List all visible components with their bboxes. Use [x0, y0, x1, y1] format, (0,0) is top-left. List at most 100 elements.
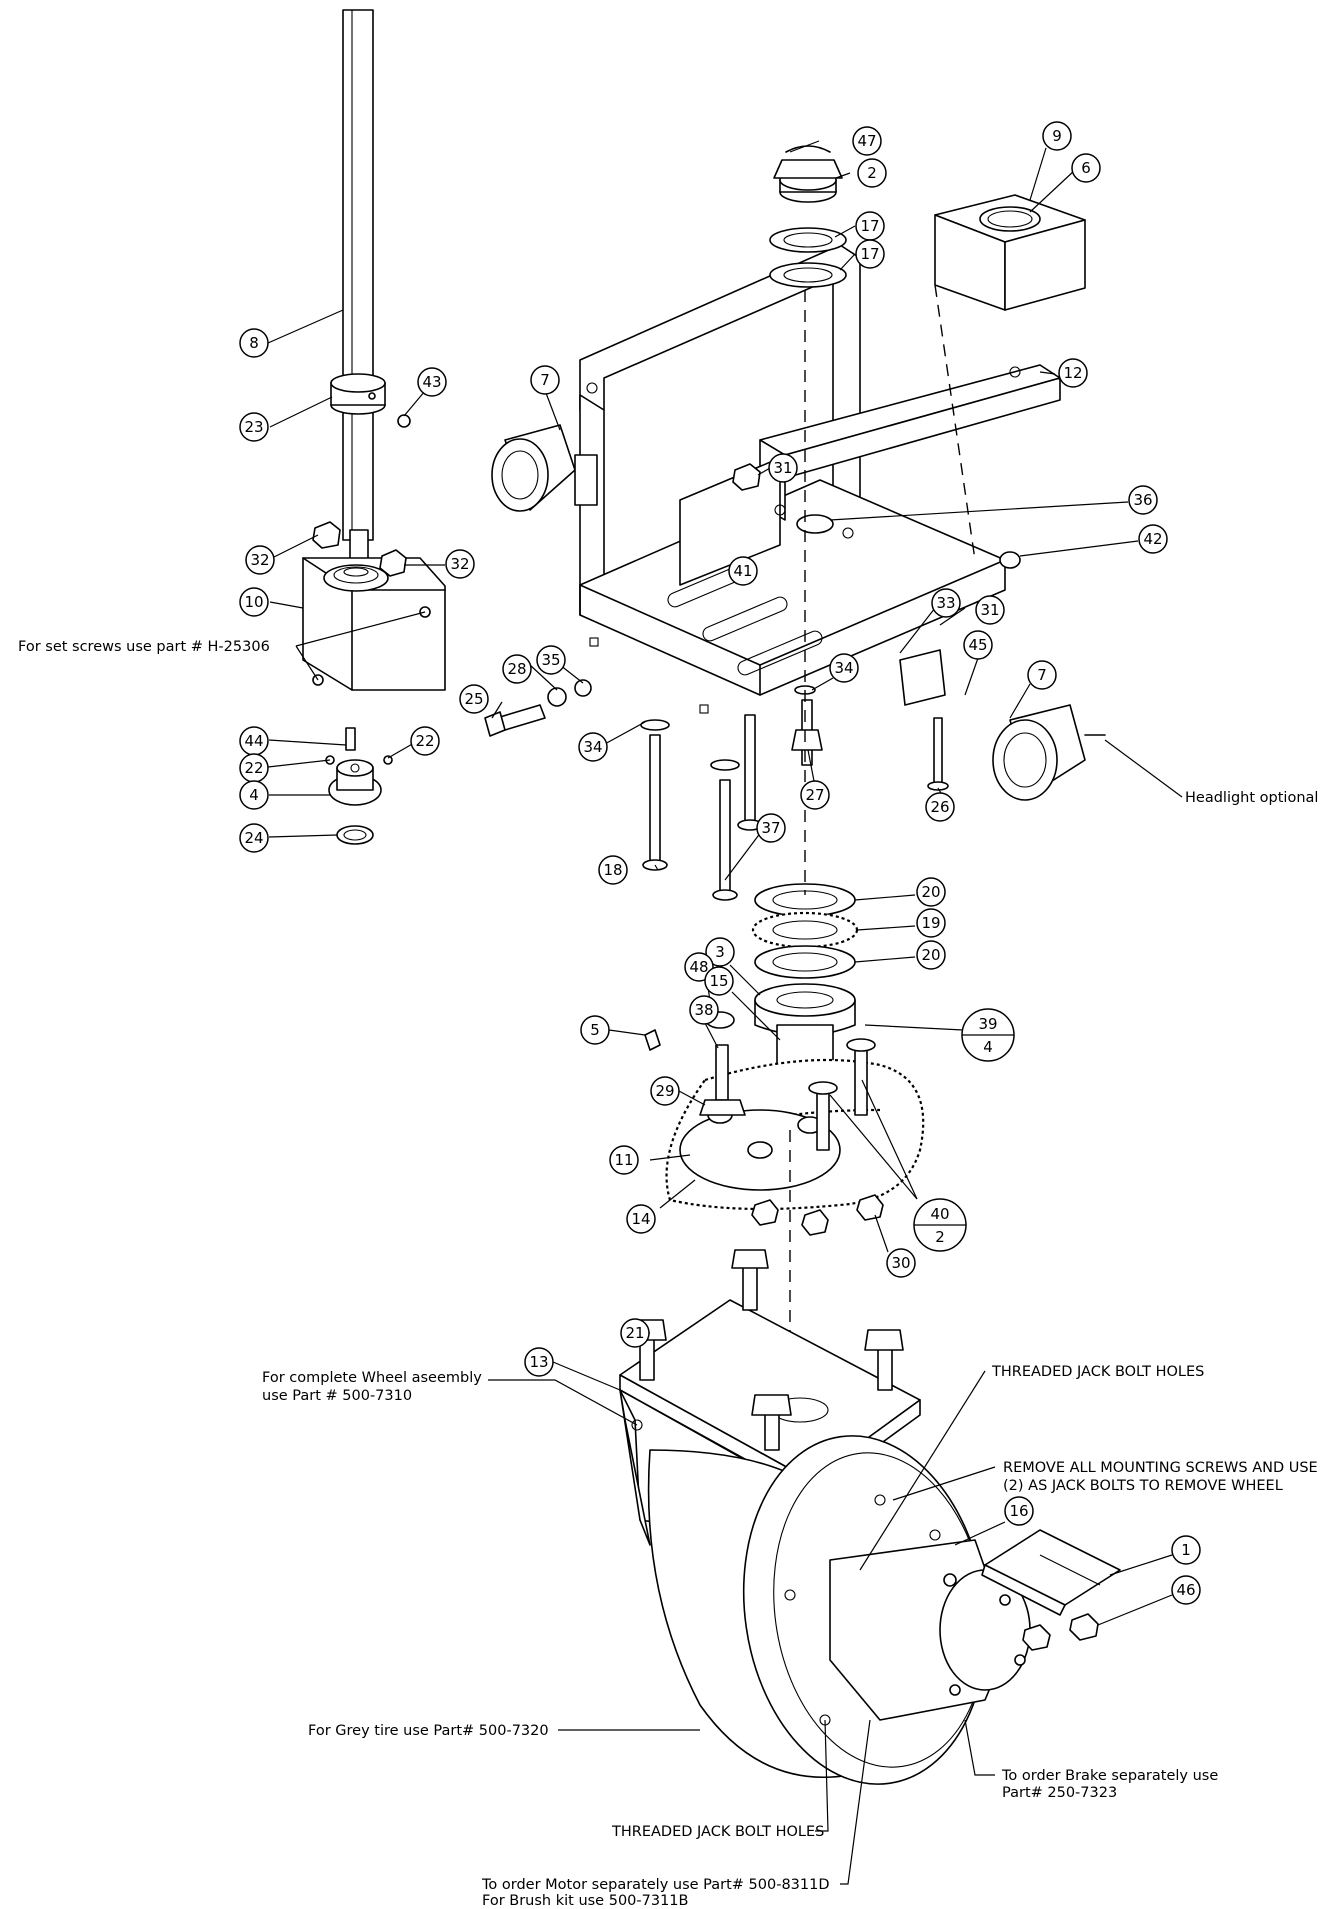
balloon-circle [1027, 660, 1057, 690]
item-balloon-10: 10 [239, 587, 269, 617]
item-balloon-33: 33 [931, 588, 961, 618]
balloon-circle [536, 645, 566, 675]
small-sprocket [325, 727, 393, 845]
balloon-number: 18 [603, 861, 622, 879]
balloon-number: 43 [422, 373, 441, 391]
balloon-circle [931, 588, 961, 618]
balloon-circle [1004, 1496, 1034, 1526]
balloon-number: 20 [921, 946, 940, 964]
balloon-number: 36 [1133, 491, 1152, 509]
item-balloon-28: 28 [502, 654, 532, 684]
item-balloon-2: 2 [857, 158, 887, 188]
balloon-circle [684, 952, 714, 982]
balloon-number: 27 [805, 786, 824, 804]
item-balloon-8: 8 [239, 328, 269, 358]
balloon-number: 14 [631, 1210, 650, 1228]
balloon-number: 40 [930, 1205, 949, 1223]
balloon-circle [705, 937, 735, 967]
item-balloon-36: 36 [1128, 485, 1158, 515]
item-balloon-27: 27 [800, 780, 830, 810]
item-balloon-14: 14 [626, 1204, 656, 1234]
balloon-circle [829, 653, 859, 683]
castle-nut-stack [769, 145, 847, 288]
item-balloon-29: 29 [650, 1076, 680, 1106]
balloon-number: 26 [930, 798, 949, 816]
balloon-number: 41 [733, 562, 752, 580]
balloon-circle [239, 587, 269, 617]
steering-shaft [330, 9, 411, 561]
balloon-number: 22 [244, 759, 263, 777]
balloon-number: 16 [1009, 1502, 1028, 1520]
item-balloon-41: 41 [728, 556, 758, 586]
balloon-circle [502, 654, 532, 684]
headlight-left [491, 424, 598, 512]
balloon-circle [800, 780, 830, 810]
balloon-circle [857, 158, 887, 188]
balloon-number: 13 [529, 1353, 548, 1371]
balloon-quantity: 4 [983, 1038, 993, 1056]
item-balloon-35: 35 [536, 645, 566, 675]
leader-lines [267, 140, 1183, 1885]
balloon-circle [239, 412, 269, 442]
balloon-number: 5 [590, 1021, 600, 1039]
block-axis [934, 284, 976, 561]
note-headlight: Headlight optional [1185, 790, 1318, 806]
balloon-circle [530, 365, 560, 395]
balloon-number: 45 [968, 636, 987, 654]
balloon-circle [1128, 485, 1158, 515]
balloon-number: 24 [244, 829, 263, 847]
balloon-circle [886, 1248, 916, 1278]
balloon-quantity: 2 [935, 1228, 945, 1246]
note-motor-2: For Brush kit use 500-7311B [482, 1893, 688, 1909]
item-balloon-45: 45 [963, 630, 993, 660]
balloon-number: 32 [450, 555, 469, 573]
note-remove-2: (2) AS JACK BOLTS TO REMOVE WHEEL [1003, 1478, 1283, 1494]
balloon-circle [925, 792, 955, 822]
item-balloon-24: 24 [239, 823, 269, 853]
item-balloon-11: 11 [609, 1145, 639, 1175]
balloon-circle [417, 367, 447, 397]
item-balloon-40-qty-2: 402 [913, 1198, 967, 1252]
item-balloon-42: 42 [1138, 524, 1168, 554]
balloon-circle [916, 940, 946, 970]
note-jack-top: THREADED JACK BOLT HOLES [991, 1364, 1204, 1380]
balloon-number: 47 [857, 132, 876, 150]
balloon-circle [609, 1145, 639, 1175]
item-balloon-23: 23 [239, 412, 269, 442]
item-balloon-7: 7 [1027, 660, 1057, 690]
balloon-circle [459, 684, 489, 714]
note-jack-bottom: THREADED JACK BOLT HOLES [611, 1824, 824, 1840]
drive-chain [665, 1058, 925, 1211]
item-balloon-39-qty-4: 394 [961, 1008, 1015, 1062]
balloon-circle [1171, 1535, 1201, 1565]
item-balloon-32: 32 [245, 545, 275, 575]
note-tire: For Grey tire use Part# 500-7320 [308, 1723, 549, 1739]
balloon-number: 1 [1181, 1541, 1191, 1559]
item-balloon-17: 17 [855, 211, 885, 241]
balloon-circle [1058, 358, 1088, 388]
balloon-circle [963, 630, 993, 660]
balloon-circle [410, 726, 440, 756]
balloon-circle [650, 1076, 680, 1106]
steering-block [302, 521, 446, 691]
balloon-number: 22 [415, 732, 434, 750]
balloon-number: 9 [1052, 127, 1062, 145]
note-brake-2: Part# 250-7323 [1002, 1785, 1117, 1801]
balloon-circle [1071, 153, 1101, 183]
balloon-number: 35 [541, 651, 560, 669]
item-balloon-18: 18 [598, 855, 628, 885]
item-balloon-17: 17 [855, 239, 885, 269]
item-balloon-46: 46 [1171, 1575, 1201, 1605]
item-balloon-19: 19 [916, 908, 946, 938]
balloon-circle [689, 995, 719, 1025]
item-balloon-43: 43 [417, 367, 447, 397]
balloon-circle [239, 823, 269, 853]
item-balloon-22: 22 [239, 753, 269, 783]
long-bolts [640, 685, 949, 901]
item-balloon-1: 1 [1171, 1535, 1201, 1565]
balloon-circle [239, 780, 269, 810]
item-balloon-15: 15 [704, 966, 734, 996]
balloon-circle [756, 813, 786, 843]
balloon-circle [1042, 121, 1072, 151]
balloon-circle [1138, 524, 1168, 554]
